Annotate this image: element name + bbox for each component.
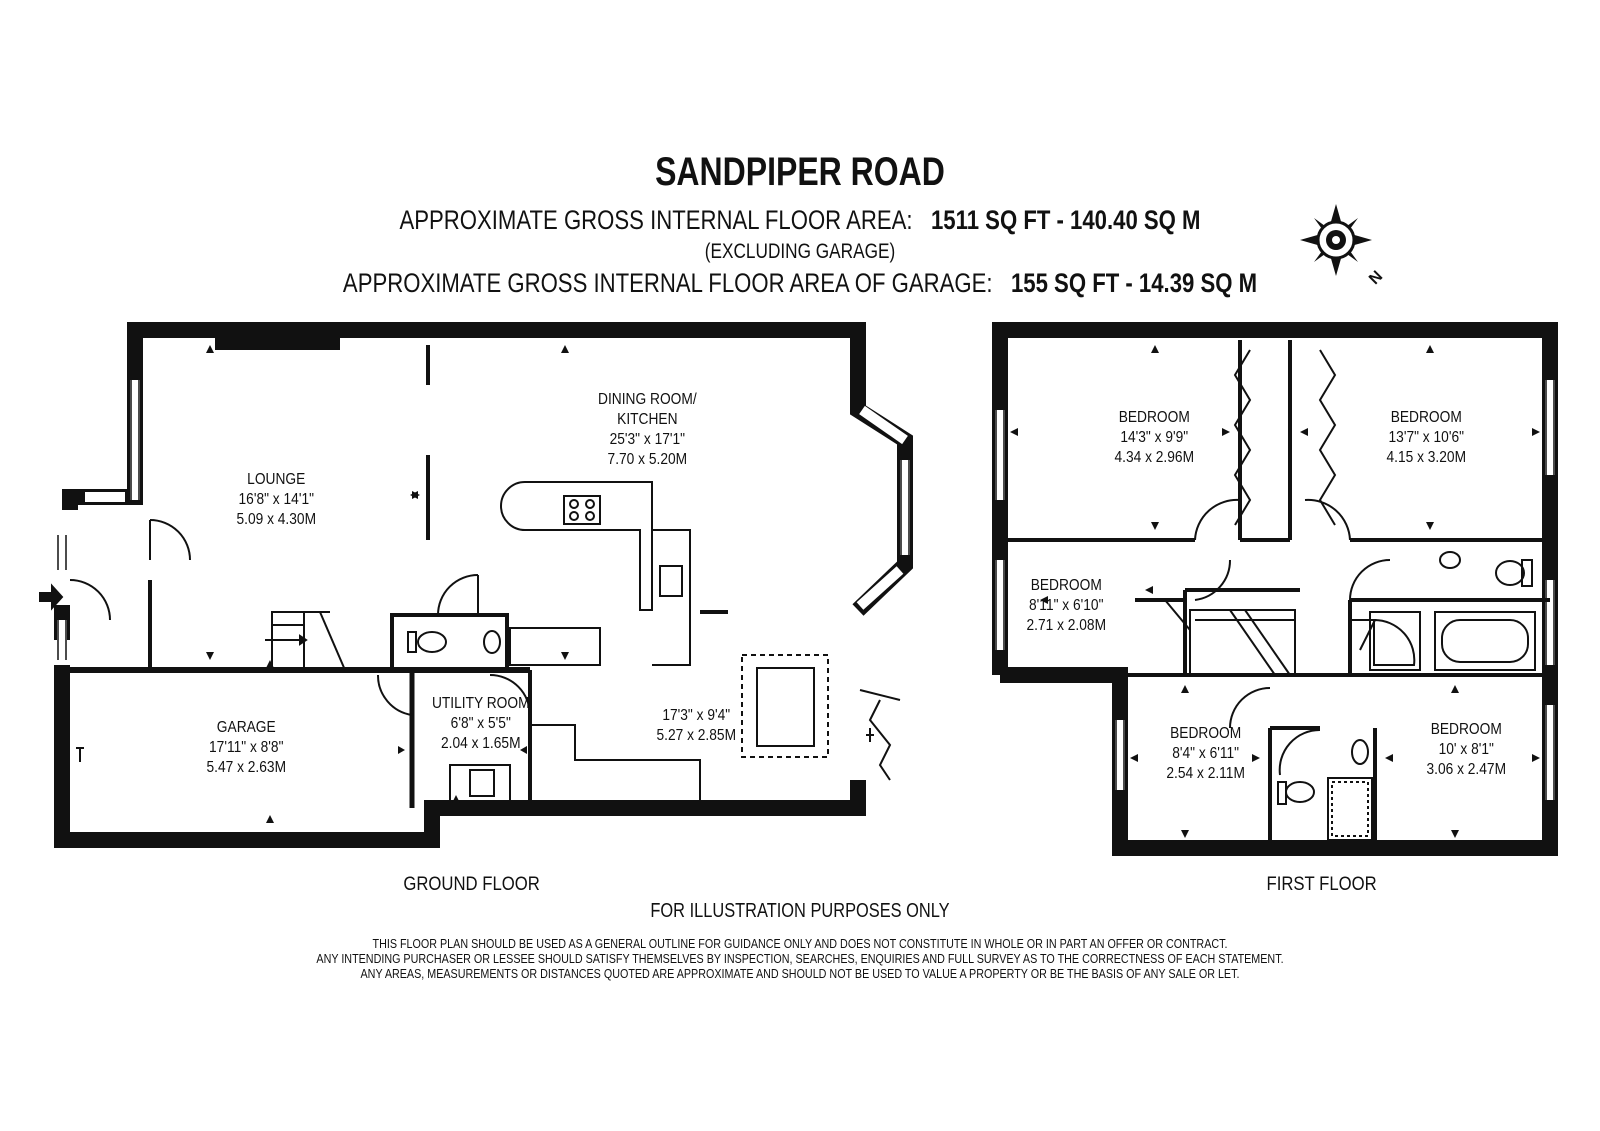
- illustration-note: FOR ILLUSTRATION PURPOSES ONLY: [650, 900, 950, 922]
- room-name: LOUNGE: [247, 471, 306, 488]
- room-metric: 2.04 x 1.65M: [440, 735, 521, 752]
- room-metric: 3.06 x 2.47M: [1426, 761, 1507, 778]
- room-kitchen-extension: 17'3" x 9'4" 5.27 x 2.85M: [656, 706, 736, 746]
- room-imperial: 14'3" x 9'9": [1120, 429, 1189, 446]
- room-name: BEDROOM: [1170, 725, 1242, 742]
- room-garage: GARAGE 17'11" x 8'8" 5.47 x 2.63M: [206, 718, 286, 778]
- room-imperial: 8'4" x 6'11": [1172, 745, 1240, 762]
- disclaimer-line-2: ANY INTENDING PURCHASER OR LESSEE SHOULD…: [316, 952, 1284, 966]
- room-utility: UTILITY ROOM 6'8" x 5'5" 2.04 x 1.65M: [432, 694, 530, 754]
- room-imperial: 17'11" x 8'8": [209, 739, 284, 756]
- room-bedroom-2: BEDROOM 13'7" x 10'6" 4.15 x 3.20M: [1386, 408, 1466, 468]
- garage-area-line: APPROXIMATE GROSS INTERNAL FLOOR AREA OF…: [144, 268, 1456, 299]
- disclaimer-line-3: ANY AREAS, MEASUREMENTS OR DISTANCES QUO…: [360, 967, 1240, 981]
- room-imperial: 13'7" x 10'6": [1388, 429, 1464, 446]
- room-bedroom-3: BEDROOM 8'11" x 6'10" 2.71 x 2.08M: [1026, 576, 1106, 636]
- room-name: BEDROOM: [1118, 409, 1190, 426]
- garage-area-label: APPROXIMATE GROSS INTERNAL FLOOR AREA OF…: [342, 268, 993, 298]
- room-lounge: LOUNGE 16'8" x 14'1" 5.09 x 4.30M: [236, 470, 316, 530]
- plan-title: SANDPIPER ROAD: [655, 150, 945, 194]
- room-metric: 5.47 x 2.63M: [206, 759, 287, 776]
- room-imperial: 25'3" x 17'1": [609, 431, 686, 448]
- room-imperial: 8'11" x 6'10": [1029, 597, 1104, 614]
- room-metric: 4.34 x 2.96M: [1114, 449, 1195, 466]
- room-bedroom-4: BEDROOM 8'4" x 6'11" 2.54 x 2.11M: [1166, 724, 1245, 784]
- garage-area-value: 155 SQ FT - 14.39 SQ M: [1010, 268, 1258, 298]
- room-name: UTILITY ROOM: [431, 695, 530, 712]
- excluding-garage-note: (EXCLUDING GARAGE): [704, 240, 896, 263]
- room-bedroom-5: BEDROOM 10' x 8'1" 3.06 x 2.47M: [1426, 720, 1506, 780]
- room-name: DINING ROOM/: [598, 391, 697, 408]
- room-metric: 2.54 x 2.11M: [1166, 765, 1245, 782]
- room-bedroom-1: BEDROOM 14'3" x 9'9" 4.34 x 2.96M: [1114, 408, 1194, 468]
- gross-area-label: APPROXIMATE GROSS INTERNAL FLOOR AREA:: [399, 205, 913, 235]
- room-imperial: 16'8" x 14'1": [238, 491, 314, 508]
- room-imperial: 17'3" x 9'4": [662, 707, 731, 724]
- room-metric: 4.15 x 3.20M: [1386, 449, 1467, 466]
- disclaimer-line-1: THIS FLOOR PLAN SHOULD BE USED AS A GENE…: [372, 937, 1228, 951]
- room-name: BEDROOM: [1030, 577, 1102, 594]
- room-name: BEDROOM: [1390, 409, 1462, 426]
- room-metric: 5.09 x 4.30M: [236, 511, 317, 528]
- room-dining-kitchen: DINING ROOM/ KITCHEN 25'3" x 17'1" 7.70 …: [598, 390, 697, 470]
- room-name-line-2: KITCHEN: [617, 411, 678, 428]
- room-imperial: 10' x 8'1": [1438, 741, 1494, 758]
- room-name: BEDROOM: [1430, 721, 1502, 738]
- first-floor-label: FIRST FLOOR: [1266, 874, 1377, 895]
- room-metric: 7.70 x 5.20M: [607, 451, 688, 468]
- room-metric: 5.27 x 2.85M: [656, 727, 737, 744]
- ground-floor-label: GROUND FLOOR: [403, 874, 540, 895]
- gross-area-line: APPROXIMATE GROSS INTERNAL FLOOR AREA: 1…: [144, 205, 1456, 236]
- gross-area-value: 1511 SQ FT - 140.40 SQ M: [930, 205, 1201, 235]
- room-name: GARAGE: [216, 719, 276, 736]
- ground-floor-walls: [54, 322, 913, 848]
- room-metric: 2.71 x 2.08M: [1026, 617, 1107, 634]
- room-imperial: 6'8" x 5'5": [450, 715, 511, 732]
